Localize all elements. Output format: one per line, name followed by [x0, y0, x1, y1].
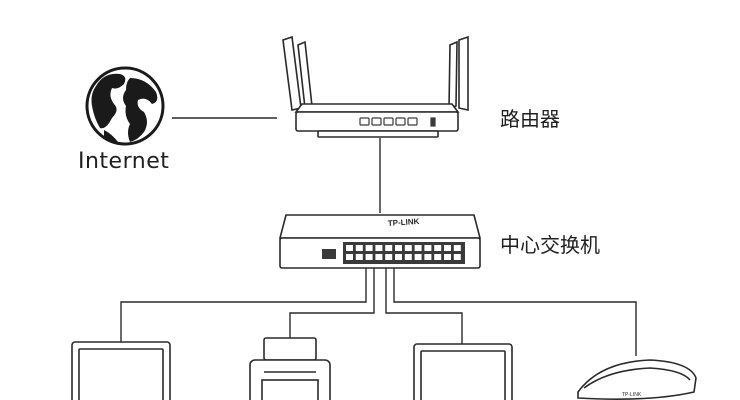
- switch-port: [444, 254, 451, 260]
- switch-port: [415, 254, 422, 260]
- globe-icon: [87, 68, 163, 144]
- switch-port: [395, 245, 402, 251]
- switch-port: [385, 245, 392, 251]
- switch-port-panel: [343, 242, 465, 264]
- switch-label: 中心交换机: [500, 229, 600, 258]
- switch-port: [395, 254, 402, 260]
- switch-device: TP-LINK: [280, 215, 480, 268]
- switch-port: [424, 245, 431, 251]
- router-label: 路由器: [500, 103, 560, 132]
- switch-port: [444, 245, 451, 251]
- router-antenna: [449, 42, 457, 108]
- switch-port: [375, 254, 382, 260]
- internet-label: Internet: [78, 149, 169, 174]
- link-switch-laptop: [121, 268, 366, 342]
- link-switch-access-point: [394, 268, 636, 356]
- printer-icon: [250, 338, 330, 400]
- switch-port: [356, 245, 363, 251]
- switch-port: [366, 254, 373, 260]
- switch-port: [405, 245, 412, 251]
- switch-port: [434, 245, 441, 251]
- router-device: [283, 37, 468, 137]
- switch-port: [346, 254, 353, 260]
- switch-port: [385, 254, 392, 260]
- router-antenna: [459, 37, 468, 110]
- switch-port: [454, 245, 461, 251]
- switch-port: [415, 245, 422, 251]
- monitor-icon: [414, 344, 512, 400]
- switch-port: [356, 254, 363, 260]
- switch-port: [454, 254, 461, 260]
- switch-port: [366, 245, 373, 251]
- switch-port: [424, 254, 431, 260]
- access-point-icon: TP-LINK: [578, 360, 696, 399]
- link-switch-printer: [290, 268, 374, 338]
- switch-port: [405, 254, 412, 260]
- link-switch-monitor: [386, 268, 462, 344]
- svg-text:TP-LINK: TP-LINK: [622, 392, 642, 398]
- switch-port: [346, 245, 353, 251]
- switch-port: [434, 254, 441, 260]
- switch-port: [375, 245, 382, 251]
- switch-console-port: [322, 249, 336, 259]
- laptop-icon: [72, 342, 170, 400]
